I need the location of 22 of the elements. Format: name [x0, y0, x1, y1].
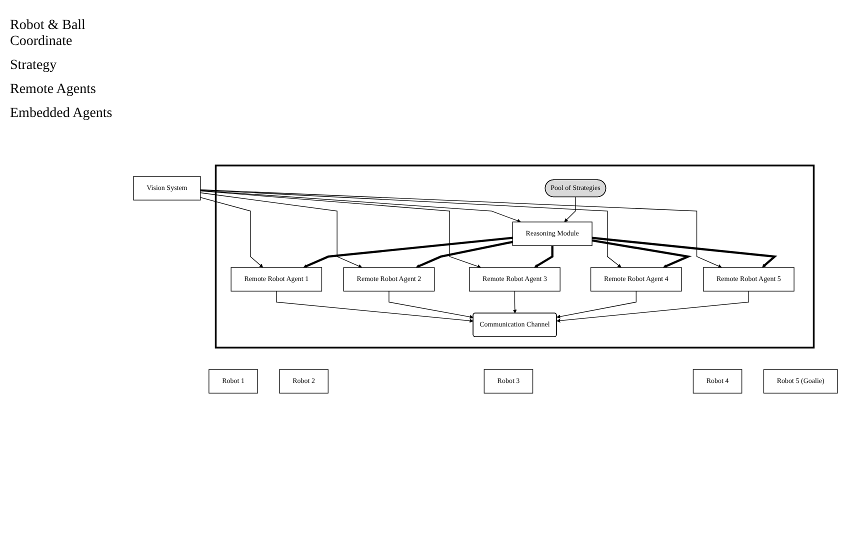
arrow: [512, 291, 517, 314]
arrow: [200, 190, 482, 268]
arrow: [556, 291, 636, 319]
arrow: [556, 291, 750, 323]
arrow: [200, 192, 362, 268]
arrow: [592, 240, 692, 268]
arrow: [200, 190, 722, 268]
arrow: [416, 241, 513, 268]
cluster: [214, 164, 815, 349]
arrow: [564, 196, 576, 222]
arrow: [200, 190, 521, 223]
arrow: [534, 246, 554, 268]
arrow: [276, 291, 474, 323]
arrow: [200, 197, 264, 268]
arrow: [200, 190, 622, 268]
arrow: [388, 291, 474, 319]
arrow: [303, 236, 513, 268]
note-text: Robot & Ball Coordinate: [10, 18, 86, 50]
note-text: Strategy: [10, 58, 58, 74]
note-text: Remote Agents: [10, 82, 97, 98]
note-text: Embedded Agents: [10, 106, 114, 122]
arrow: [592, 236, 778, 268]
